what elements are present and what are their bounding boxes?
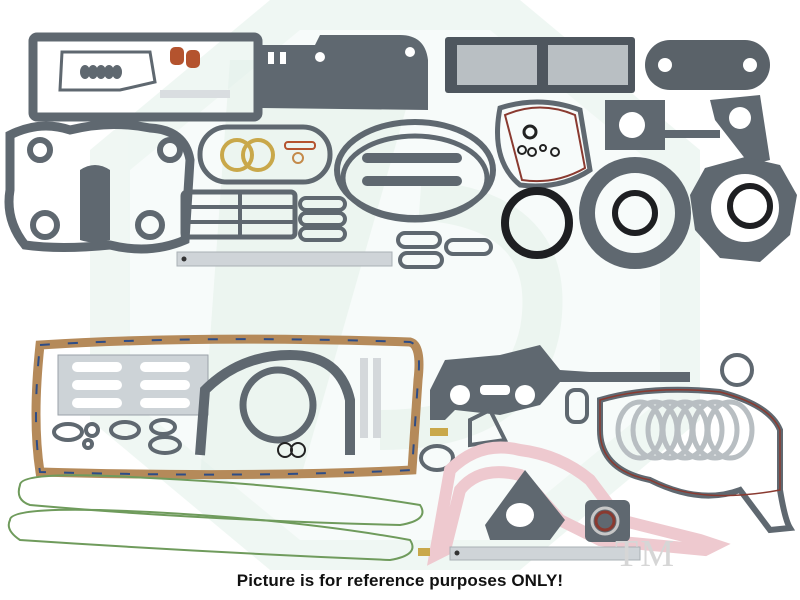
head-gasket-oval (334, 119, 496, 223)
timing-cover-gasket-left (4, 119, 195, 254)
copper-bushings (170, 47, 200, 68)
liner-rings (615, 399, 755, 461)
manifold-gaskets (180, 189, 493, 269)
seal-plates (485, 470, 630, 542)
cover-plate-gasket (262, 35, 428, 110)
pump-gasket-orings (495, 99, 593, 189)
front-plate-gasket (430, 345, 690, 436)
ruler-bottom (418, 546, 641, 561)
flange-gaskets (605, 95, 770, 165)
rear-seal-housing-gasket (195, 349, 381, 458)
oval-gasket-with-rings (197, 124, 333, 185)
metal-manifold-gaskets (57, 354, 209, 416)
green-orings (7, 474, 424, 562)
small-gaskets-bottom-left (52, 418, 182, 455)
disclaimer-caption: Picture is for reference purposes ONLY! (236, 571, 564, 590)
pink-timing-gasket (427, 441, 731, 566)
timing-case-gasket (597, 386, 796, 534)
crankshaft-seals (501, 157, 797, 269)
oil-pan-cork-gasket (31, 334, 424, 480)
oval-plate-gasket (645, 40, 770, 90)
trademark-watermark: TM (615, 533, 676, 575)
rocker-cover-gasket (28, 32, 263, 122)
screen-gasket (445, 37, 635, 93)
small-gaskets-middle (419, 353, 754, 472)
ruler-top (176, 251, 393, 267)
